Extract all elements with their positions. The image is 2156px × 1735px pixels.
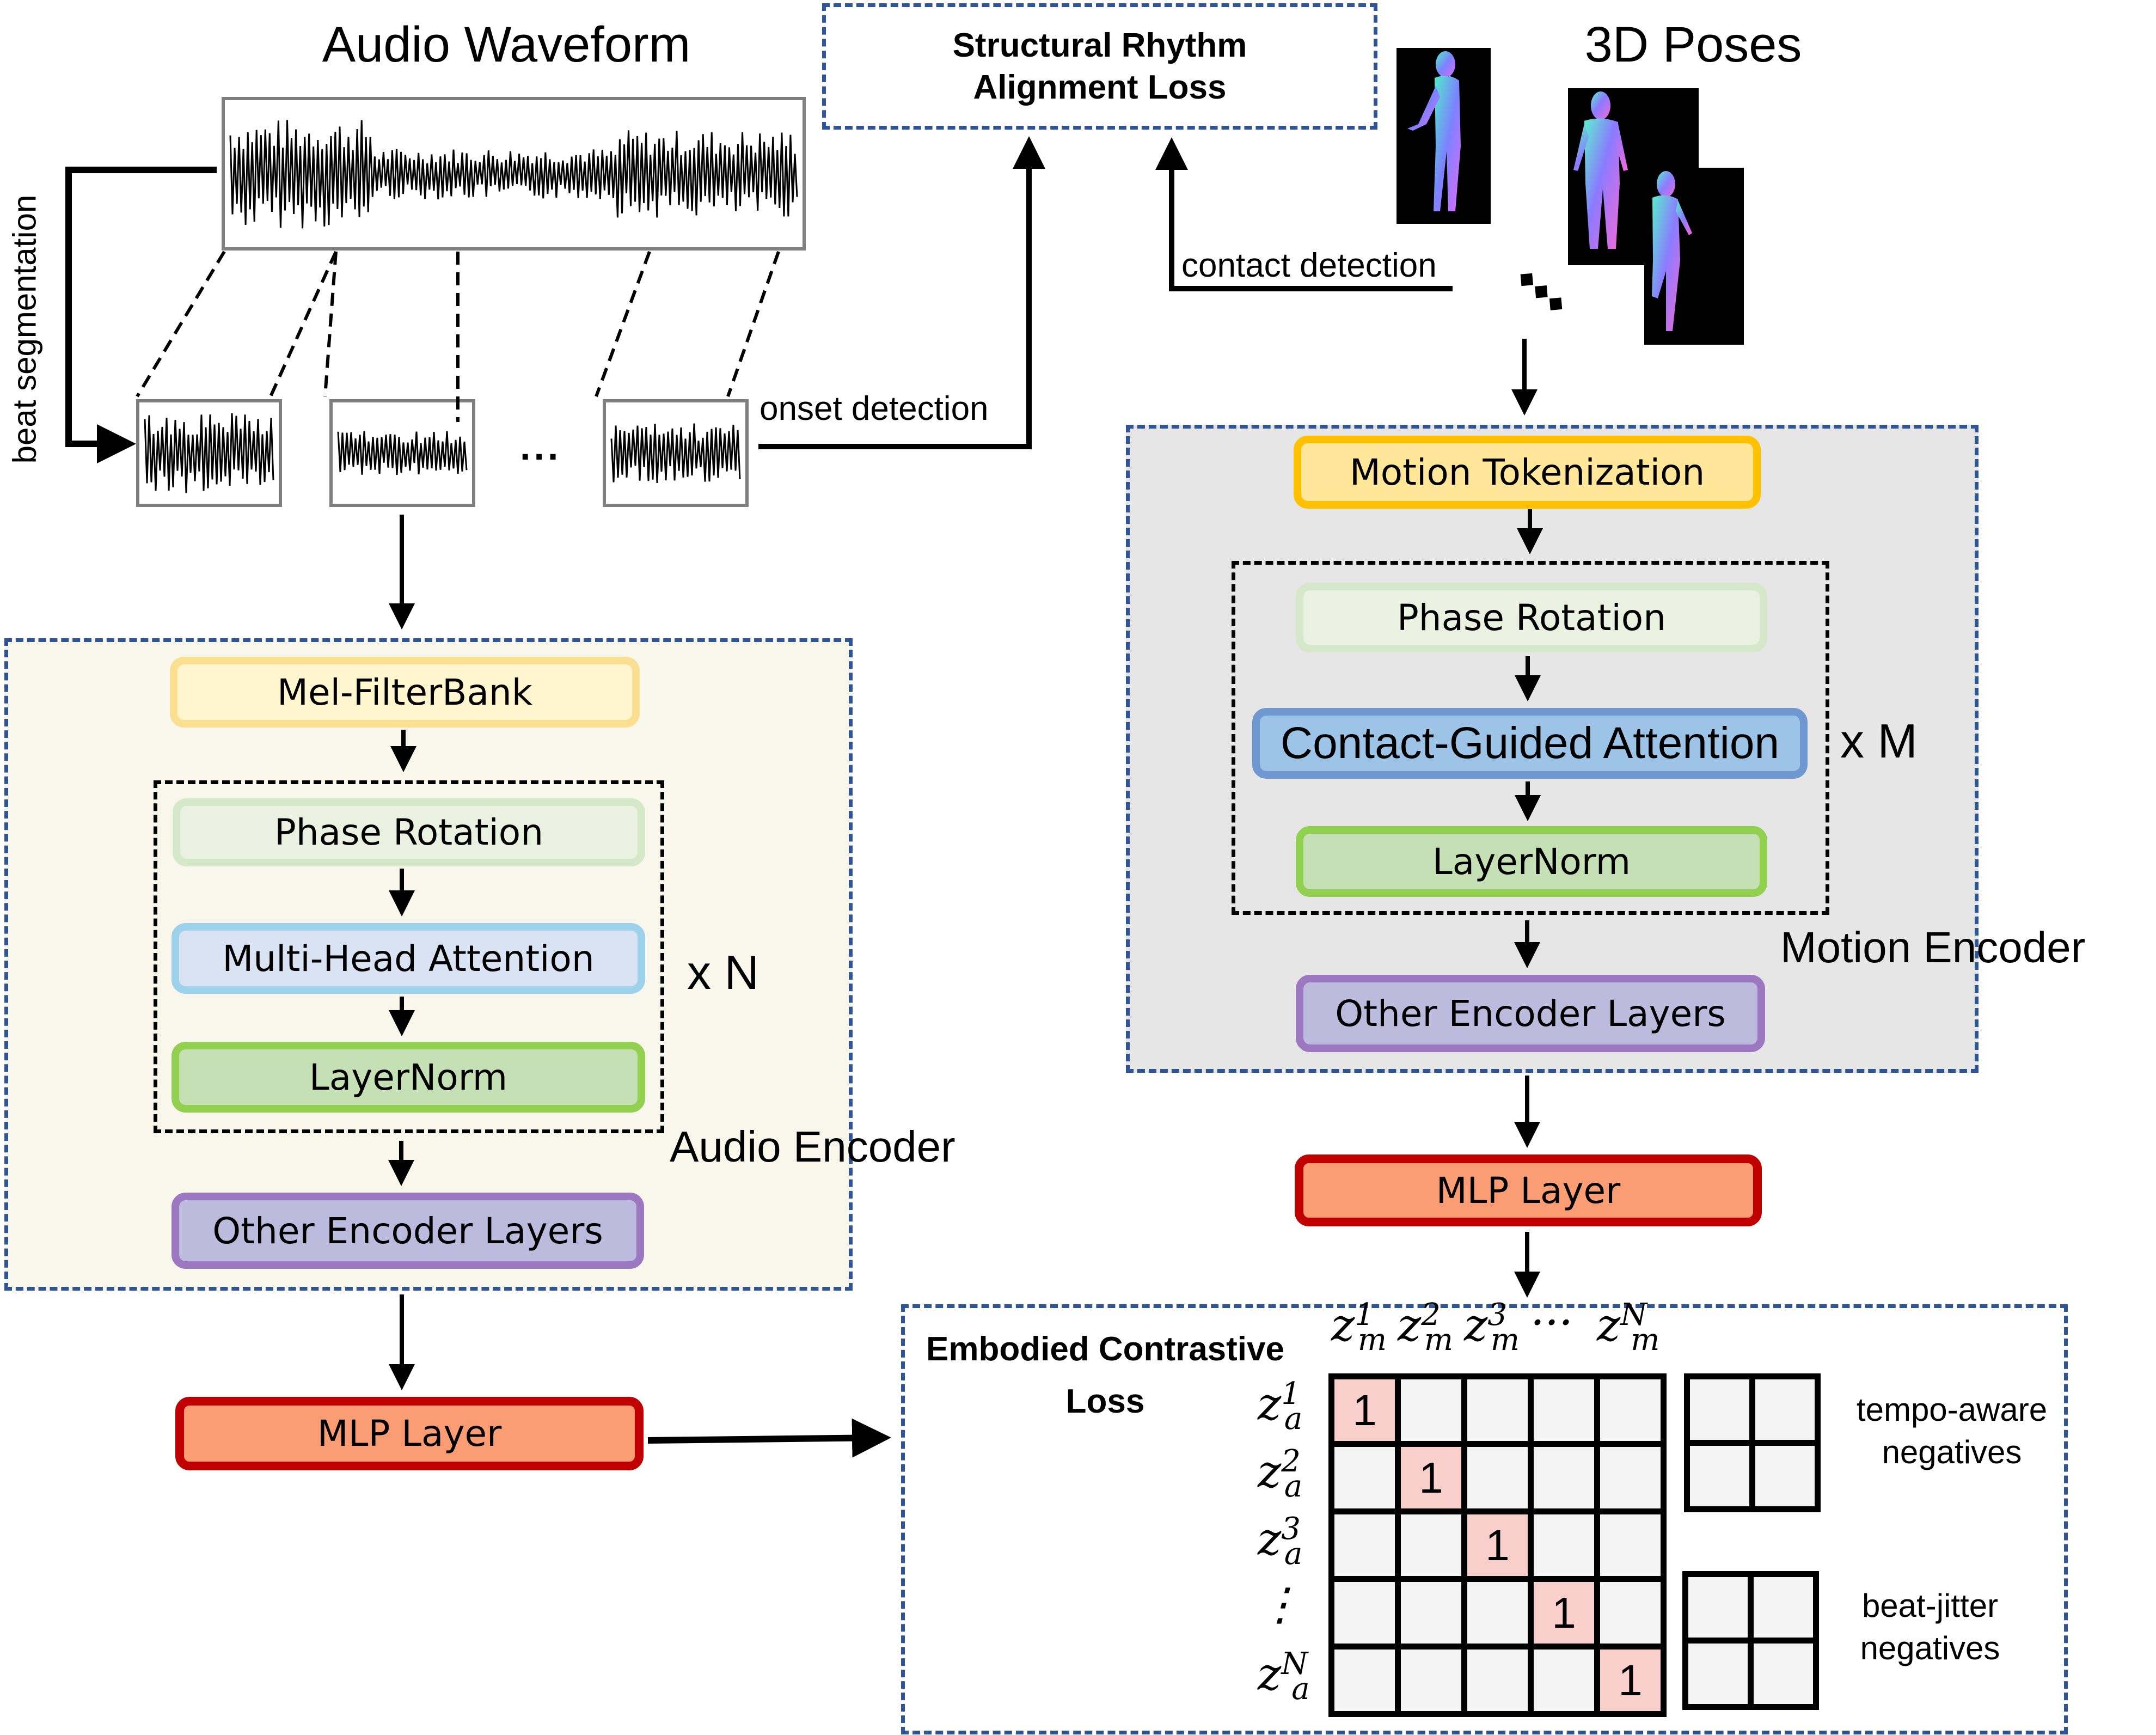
audio-waveform-signal [229, 120, 798, 229]
negative-cell [1748, 1571, 1819, 1644]
audio-phase-rotation-block: Phase Rotation [173, 798, 645, 866]
beat-line-2: negatives [1860, 1630, 2000, 1666]
segment-waveform [337, 431, 468, 475]
motion-phase-rotation-block: Phase Rotation [1296, 583, 1767, 652]
human-figure-icon [1573, 91, 1628, 249]
matrix-cell [1395, 1576, 1467, 1650]
matrix-row-header: z1a [1258, 1376, 1303, 1437]
human-figure-icon [1407, 51, 1461, 211]
matrix-positive-cell: 1 [1461, 1508, 1534, 1582]
contact-detection-arrow [1155, 137, 1453, 291]
segment-ellipsis: ... [520, 425, 562, 468]
3d-poses-title: 3D Poses [1584, 17, 1802, 72]
audio-waveform-box [222, 97, 806, 251]
pose-frame-3b [1644, 168, 1744, 345]
beat-line-1: beat-jitter [1861, 1587, 1999, 1624]
motion-mlp-layer-block: MLP Layer [1295, 1154, 1762, 1226]
motion-repeat-block [1232, 561, 1829, 915]
audio-encoder-label-text: Audio Encoder [670, 1122, 955, 1171]
negative-cell [1749, 1440, 1821, 1512]
beat-segment-1 [136, 399, 282, 507]
contact-detection-label: contact detection [1181, 247, 1437, 284]
matrix-row-header: zNa [1258, 1646, 1310, 1707]
matrix-col-header: z1m [1331, 1297, 1387, 1358]
human-figure-icon [1652, 171, 1692, 331]
matrix-cell [1528, 1644, 1600, 1717]
audio-layernorm-block: LayerNorm [171, 1042, 645, 1113]
motion-encoder-label-text: Motion Encoder [1780, 923, 2086, 972]
audio-waveform-title: Audio Waveform [322, 17, 691, 72]
pose-frame-1 [1396, 48, 1491, 224]
beat-segment-2 [329, 399, 475, 507]
audio-encoder-label: Audio Encoder [670, 1120, 955, 1174]
matrix-cell [1395, 1644, 1467, 1717]
audio-mlp-layer-block: MLP Layer [175, 1397, 644, 1470]
pose-frame-2 [1568, 88, 1699, 265]
motion-repeat-label: x M [1840, 714, 1918, 768]
structural-rhythm-loss-label: Structural Rhythm Alignment Loss [952, 26, 1247, 107]
tempo-aware-negatives-label: tempo-aware negatives [1829, 1389, 2074, 1474]
onset-detection-label: onset detection [759, 390, 989, 427]
matrix-row-header: ⋮ [1258, 1579, 1302, 1630]
matrix-col-header: zNm [1597, 1297, 1660, 1358]
beat-segmentation-arrow [65, 167, 217, 463]
tempo-line-1: tempo-aware [1856, 1391, 2048, 1428]
audio-mlp-to-loss-arrow [647, 1418, 891, 1458]
contact-guided-attention-block: Contact-Guided Attention [1252, 708, 1808, 779]
embodied-contrastive-loss-panel [901, 1304, 2068, 1734]
segment-waveform [144, 413, 274, 493]
audio-repeat-block [154, 780, 664, 1133]
matrix-col-header: z2m [1398, 1297, 1453, 1358]
beat-segment-n [603, 399, 749, 507]
structural-rhythm-loss-box: Structural Rhythm Alignment Loss [822, 3, 1377, 130]
matrix-cell [1594, 1508, 1667, 1582]
audio-other-layers-block: Other Encoder Layers [171, 1193, 644, 1269]
matrix-col-header: z3m [1464, 1297, 1520, 1358]
matrix-positive-cell: 1 [1594, 1644, 1667, 1717]
negative-cell [1749, 1373, 1821, 1446]
segment-zoom-lines [136, 251, 780, 422]
motion-other-layers-block: Other Encoder Layers [1296, 975, 1765, 1052]
matrix-col-header: ··· [1530, 1297, 1573, 1349]
mel-filterbank-block: Mel-FilterBank [170, 657, 640, 728]
motion-tokenization-block: Motion Tokenization [1294, 436, 1761, 509]
multi-head-attention-block: Multi-Head Attention [171, 923, 645, 994]
matrix-row-header: z2a [1258, 1444, 1303, 1504]
negative-cell [1748, 1638, 1819, 1710]
embodied-contrastive-loss-label: Embodied Contrastive Loss [926, 1330, 1284, 1421]
audio-repeat-label: x N [687, 945, 759, 999]
beat-jitter-negatives-label: beat-jitter negatives [1813, 1585, 2047, 1670]
onset-detection-arrow [758, 136, 1045, 449]
tempo-line-2: negatives [1882, 1434, 2022, 1470]
motion-layernorm-block: LayerNorm [1296, 826, 1767, 897]
matrix-cell [1594, 1373, 1667, 1447]
segment-waveform [610, 423, 741, 483]
motion-encoder-label: Motion Encoder [1780, 920, 2085, 975]
matrix-row-header: z3a [1258, 1511, 1303, 1572]
